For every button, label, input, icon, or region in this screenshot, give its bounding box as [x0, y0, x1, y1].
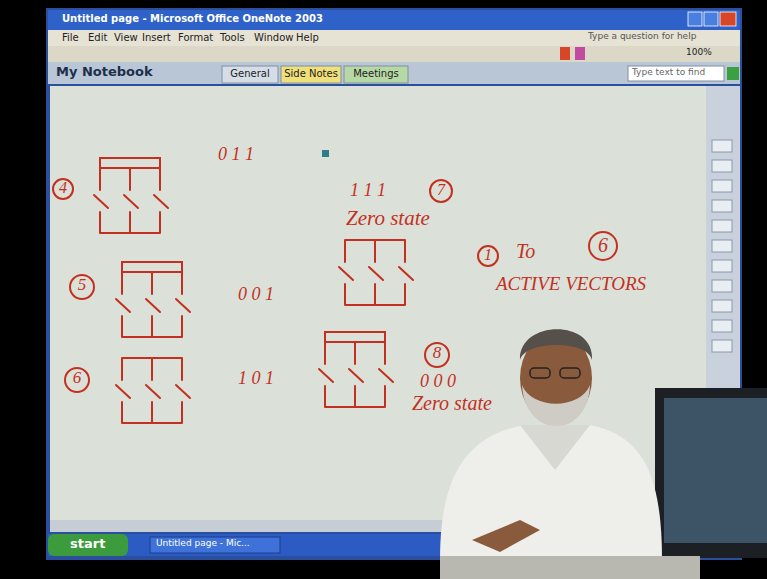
min-button — [688, 12, 702, 26]
cursor-mark — [322, 150, 329, 157]
handwritten-note: 0 0 1 — [238, 285, 274, 305]
toolbar — [48, 46, 740, 62]
ui-text: Meetings — [344, 68, 408, 79]
app-window — [46, 8, 742, 560]
task-button — [150, 537, 280, 553]
handwritten-note: 1 — [478, 246, 498, 264]
search-box — [628, 66, 724, 81]
ui-text: Edit — [88, 32, 107, 43]
handwritten-note: 4 — [53, 179, 73, 197]
ui-text: Tools — [220, 32, 245, 43]
toolbar-icon — [560, 47, 570, 60]
ui-text: Untitled page - Mic... — [156, 539, 250, 549]
ui-text: Insert — [142, 32, 171, 43]
handwritten-note: 1 0 1 — [238, 369, 274, 389]
ui-text: General — [222, 68, 278, 79]
handwritten-note: 6 — [65, 369, 89, 388]
ui-text: start — [70, 537, 105, 551]
inverter-sketch — [94, 158, 413, 423]
handwritten-note: 7 — [431, 181, 451, 199]
ui-text: My Notebook — [56, 65, 153, 79]
ui-text: Side Notes — [281, 68, 341, 79]
monitor-screen — [664, 398, 767, 543]
close-button — [720, 12, 736, 26]
ui-text: Window — [254, 32, 293, 43]
start-button — [48, 534, 128, 556]
ui-text: File — [62, 32, 79, 43]
ui-text: Untitled page - Microsoft Office OneNote… — [62, 13, 323, 24]
handwritten-note: ACTIVE VECTORS — [496, 274, 646, 295]
ui-text: Format — [178, 32, 213, 43]
ui-text: Type text to find — [632, 68, 705, 78]
handwritten-note: 6 — [591, 234, 615, 256]
handwritten-note: 8 — [425, 344, 449, 363]
page-tab-list — [712, 140, 732, 352]
section-tab — [344, 66, 408, 83]
section-tab — [222, 66, 278, 83]
handwritten-note: 1 1 1 — [350, 181, 386, 201]
handwritten-note: Zero state — [346, 207, 430, 230]
desk — [440, 556, 700, 579]
handwritten-note: 0 1 1 — [218, 145, 254, 165]
ui-text: Help — [296, 32, 319, 43]
search-button — [727, 67, 739, 80]
handwritten-note: To — [516, 240, 535, 262]
notebook-bar — [48, 62, 740, 84]
ui-text: View — [114, 32, 138, 43]
title-bar — [48, 10, 740, 30]
toolbar-icon — [575, 47, 585, 60]
max-button — [704, 12, 718, 26]
menu-bar — [48, 30, 740, 46]
ui-text: Type a question for help — [588, 32, 696, 42]
lecturer — [440, 329, 662, 560]
section-tab — [281, 66, 341, 83]
handwritten-note: 5 — [70, 276, 94, 295]
monitor — [655, 388, 767, 558]
handwritten-note: 0 0 0 — [420, 372, 456, 392]
handwritten-note: Zero state — [412, 392, 492, 414]
ui-text: 100% — [686, 48, 712, 58]
